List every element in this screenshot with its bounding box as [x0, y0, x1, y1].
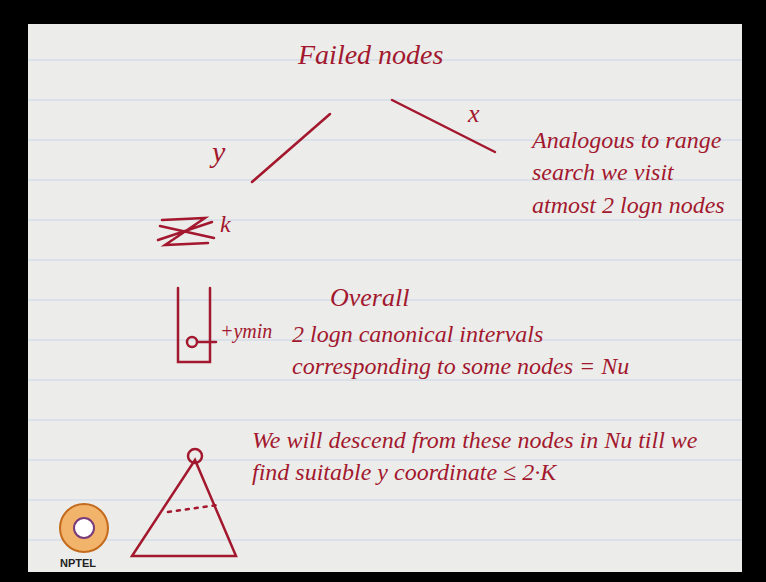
heading-note: Overall: [330, 280, 470, 315]
bucket-point: [187, 337, 197, 347]
side-note: Analogous to range search we visit atmos…: [532, 124, 737, 221]
variable-letter: k: [220, 208, 250, 240]
paper-sheet: [28, 24, 742, 572]
axis-letter: y: [212, 132, 242, 173]
body-note: 2 logn canonical intervals corresponding…: [292, 318, 682, 383]
nptel-logo: [60, 504, 108, 552]
axis-letter: x: [468, 96, 498, 131]
subtree-triangle: [132, 460, 236, 556]
body-note: We will descend from these nodes in Nu t…: [252, 424, 730, 489]
branch-stroke: [392, 100, 495, 152]
heading-note: Failed nodes: [298, 36, 478, 74]
subtree-level: [168, 505, 218, 512]
variable-note: +ymin: [220, 318, 290, 345]
watermark: NPTEL: [60, 556, 120, 571]
subtree-root: [188, 449, 202, 463]
bucket-sketch: [178, 288, 210, 362]
branch-stroke: [252, 114, 330, 182]
grid-lines: [28, 60, 742, 540]
bucket-pointer: [198, 341, 216, 344]
crossed-out-scribble: [158, 218, 214, 245]
